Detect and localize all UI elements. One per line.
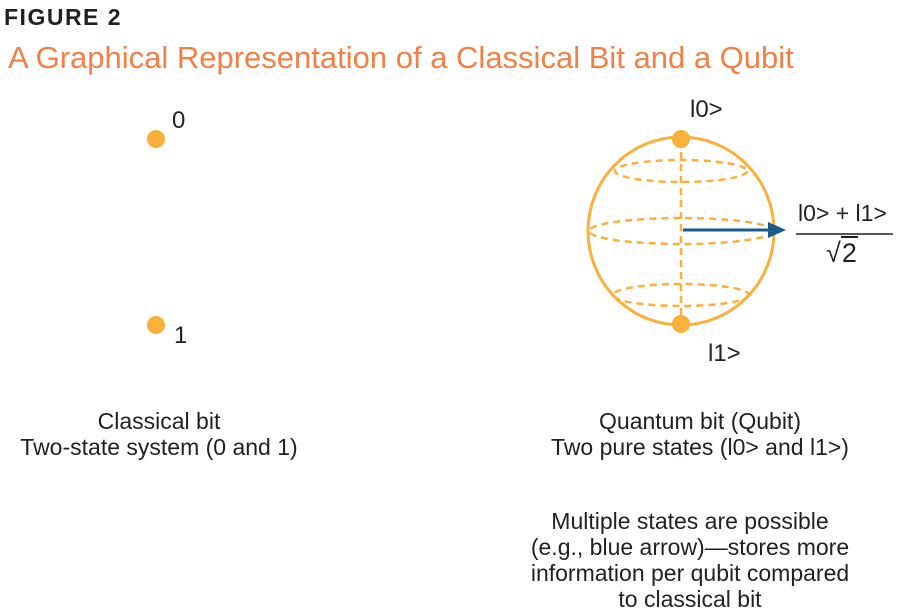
classical-state-1-label: 1 xyxy=(174,322,188,349)
classical-state-1-dot xyxy=(147,316,165,334)
classical-caption-subtitle: Two-state system (0 and 1) xyxy=(20,434,298,460)
superposition-arrow-icon xyxy=(683,222,786,238)
sqrt-symbol: √ xyxy=(826,238,841,268)
qubit-state-1-label: l1> xyxy=(708,340,741,367)
classical-caption-title: Classical bit xyxy=(97,408,221,434)
figure-label: FIGURE 2 xyxy=(4,4,123,30)
qubit-state-1-dot xyxy=(672,315,690,333)
qubit-state-0-dot xyxy=(672,130,690,148)
classical-caption: Classical bit Two-state system (0 and 1) xyxy=(0,408,318,460)
sqrt-radicand: 2 xyxy=(840,236,858,268)
quantum-caption-title: Quantum bit (Qubit) xyxy=(599,408,801,434)
superposition-denominator: √2 xyxy=(826,236,858,269)
quantum-caption-subtitle: Two pure states (l0> and l1>) xyxy=(551,434,849,460)
quantum-caption: Quantum bit (Qubit) Two pure states (l0>… xyxy=(500,408,900,460)
superposition-numerator: l0> + l1> xyxy=(798,200,887,226)
figure-title: A Graphical Representation of a Classica… xyxy=(8,40,794,75)
quantum-note-line: information per qubit compared xyxy=(530,560,850,586)
quantum-note: Multiple states are possible (e.g., blue… xyxy=(480,508,900,612)
classical-state-0-label: 0 xyxy=(172,107,186,134)
classical-state-0-dot xyxy=(147,130,165,148)
quantum-note-line: (e.g., blue arrow)—stores more xyxy=(530,534,850,560)
qubit-state-0-label: l0> xyxy=(690,96,723,123)
quantum-note-line: Multiple states are possible xyxy=(551,508,829,534)
quantum-note-line: to classical bit xyxy=(618,586,762,612)
